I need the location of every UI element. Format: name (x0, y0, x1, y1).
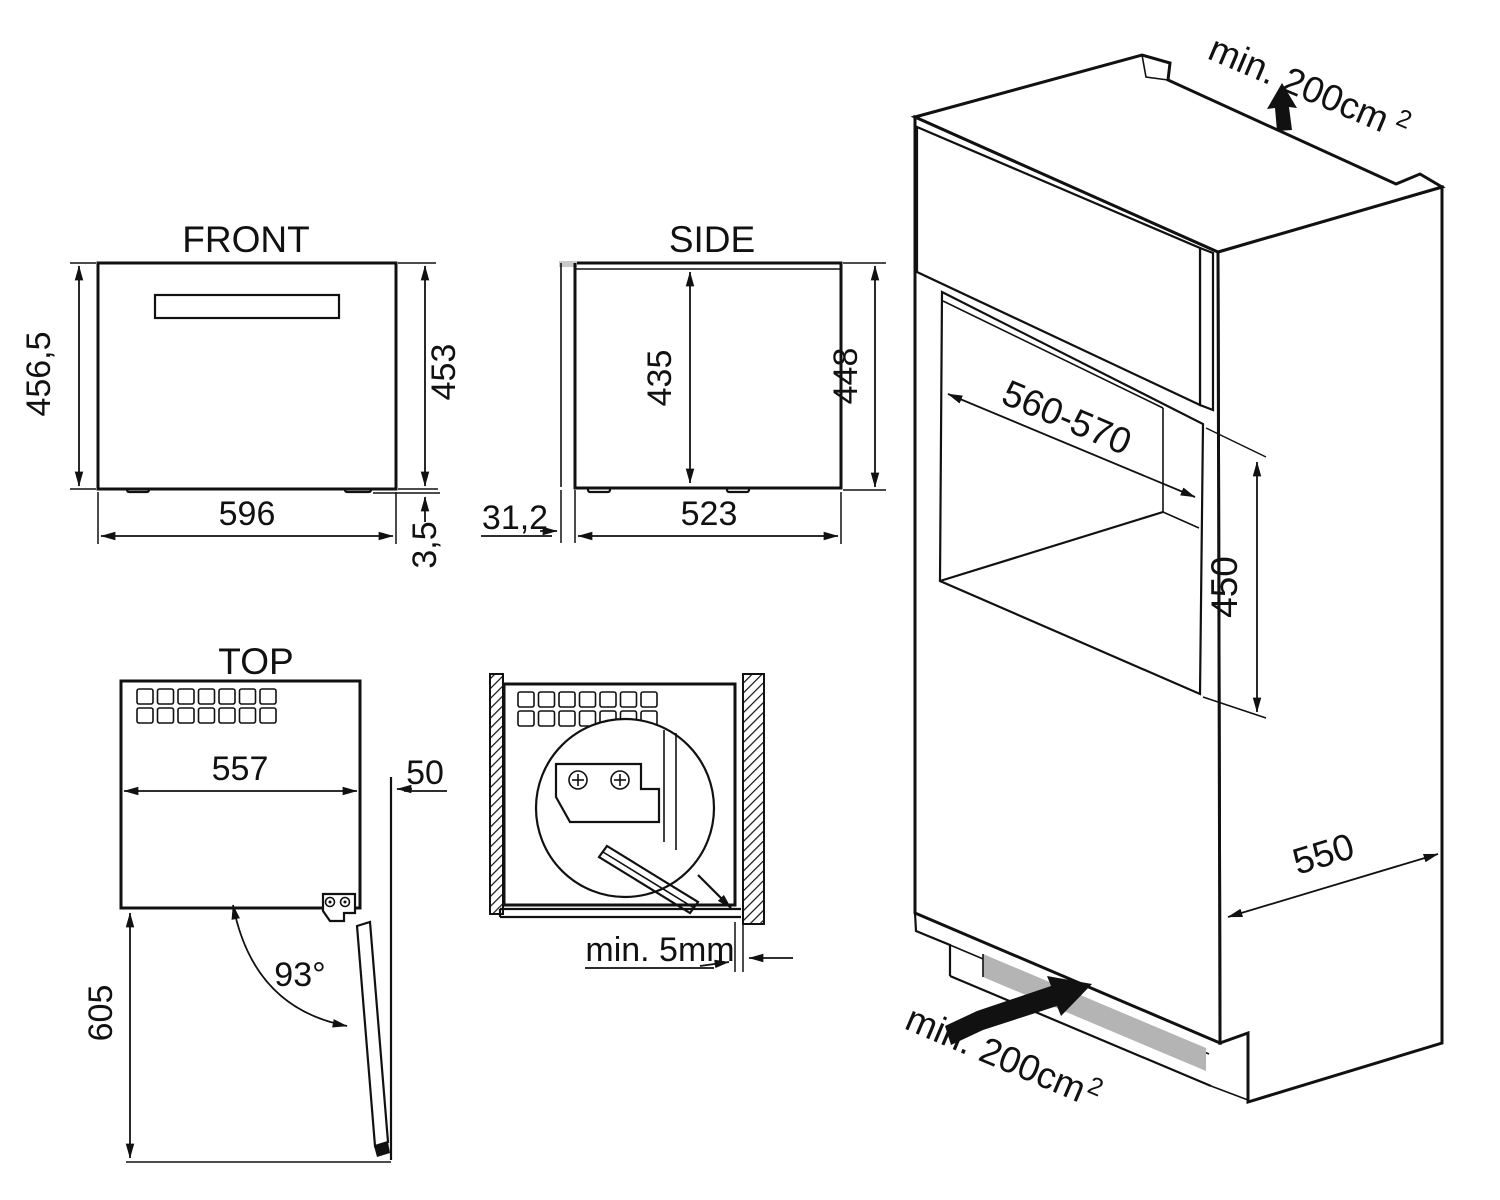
niche-height-label: 450 (1204, 556, 1245, 618)
top-width-label: 557 (212, 750, 269, 788)
side-depth-dimension: 523 (577, 492, 842, 544)
top-open-depth-label: 605 (82, 985, 120, 1042)
bottom-airflow-arrow-icon (945, 976, 1092, 1045)
side-door-dimension: 31,2 (481, 490, 576, 543)
front-height-label: 456,5 (20, 331, 58, 416)
side-door-top-cap (559, 261, 577, 267)
detail-callout-arrow-icon (697, 874, 732, 909)
detail-left-wall (489, 673, 504, 915)
top-clearance-label: 50 (406, 754, 444, 792)
front-height-right-dimension: 453 (398, 262, 463, 490)
front-width-dimension: 596 (97, 492, 397, 544)
top-airflow-arrow-icon (1267, 83, 1297, 131)
cabinet-iso-view: min. 200cm2 min. 200cm2 560-570 450 550 (900, 28, 1446, 1110)
detail-magnifier-circle (534, 717, 716, 899)
side-depth-label: 523 (681, 495, 738, 533)
top-view: TOP 557 50 (82, 641, 447, 1163)
front-display-panel (153, 293, 341, 320)
top-angle-label: 93° (274, 956, 325, 994)
detail-view: min. 5mm (489, 673, 793, 972)
top-hinge-bracket (321, 892, 357, 923)
front-height-dimension: 456,5 (20, 262, 96, 490)
top-clearance-dimension: 50 (389, 754, 447, 1160)
top-width-dimension: 557 (123, 750, 358, 796)
side-height-dimension: 448 (827, 262, 886, 491)
front-view: FRONT 456,5 453 596 (20, 219, 463, 569)
top-open-door (355, 920, 390, 1157)
detail-hinge-magnified (554, 730, 700, 915)
detail-right-wall (742, 673, 765, 925)
detail-gap-dimension: min. 5mm (585, 922, 793, 972)
front-view-title: FRONT (182, 219, 309, 260)
side-view-title: SIDE (669, 219, 755, 260)
front-height-right-label: 453 (425, 344, 463, 401)
front-foot-dimension: 3,5 (373, 492, 444, 569)
side-view: SIDE 435 448 31,2 (481, 219, 886, 544)
side-height-label: 448 (827, 348, 865, 405)
side-door-label: 31,2 (482, 499, 548, 537)
top-vent-grid (136, 688, 277, 724)
front-width-label: 596 (219, 495, 276, 533)
cabinet-plinth (913, 912, 1249, 1101)
side-body (573, 261, 843, 490)
side-inner-height-dimension: 435 (641, 271, 695, 484)
front-body (96, 261, 398, 491)
cabinet-bottom-vent-slot (983, 954, 1206, 1071)
top-open-depth-dimension: 605 (82, 912, 391, 1163)
niche-height-dimension: 450 (1202, 427, 1267, 719)
top-view-title: TOP (218, 641, 293, 682)
front-foot-label: 3,5 (406, 521, 444, 568)
top-angle-dimension: 93° (231, 904, 348, 1028)
cabinet-side-panel (1216, 185, 1444, 1105)
detail-gap-label: min. 5mm (585, 931, 734, 969)
cabinet-upper-door (915, 125, 1215, 412)
side-inner-height-label: 435 (641, 350, 679, 407)
cabinet-top-face (910, 53, 1446, 254)
